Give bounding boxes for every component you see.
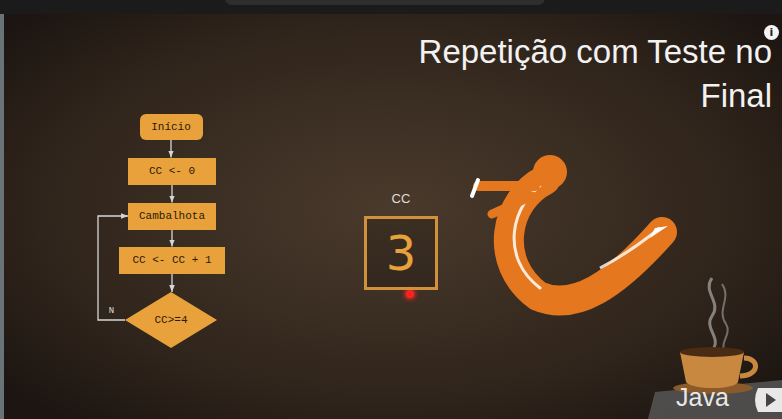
- address-bar: [225, 0, 545, 5]
- variable-name: CC: [392, 191, 411, 206]
- watermark-panel: [648, 380, 782, 419]
- variable-value: 3: [386, 229, 417, 277]
- edge-label: N: [109, 307, 114, 316]
- slide-title: Repetição com Teste no Final: [400, 30, 772, 118]
- play-icon: [755, 388, 782, 412]
- diamond-shape: [125, 292, 217, 348]
- start-terminal: Início: [140, 114, 203, 140]
- acrobat-figure: [472, 155, 668, 301]
- acrobat-highlight: [600, 228, 660, 268]
- flow-arrow: [171, 185, 172, 203]
- node-text: Início: [151, 121, 191, 133]
- coffee: [680, 347, 744, 357]
- pointer-dot: [406, 290, 414, 298]
- steam: [722, 284, 728, 350]
- node-text: Cambalhota: [139, 210, 205, 222]
- node-text: CC <- CC + 1: [132, 254, 211, 266]
- acrobat-hand: [472, 180, 478, 196]
- process-box: CC <- 0: [128, 158, 216, 185]
- play-triangle: [766, 393, 776, 407]
- process-box: CC <- CC + 1: [119, 247, 225, 274]
- cup-handle: [740, 358, 756, 376]
- flow-arrow: [171, 230, 172, 247]
- acrobat-arm: [478, 181, 535, 191]
- decision-diamond: CC>=4: [125, 292, 217, 348]
- node-text: CC <- 0: [149, 165, 195, 177]
- flow-arrow: [170, 140, 171, 158]
- process-box: Cambalhota: [128, 203, 216, 230]
- coffee-cup: [673, 278, 756, 394]
- watermark: Java: [676, 383, 729, 412]
- steam: [709, 278, 715, 348]
- cup-body: [680, 352, 744, 388]
- acrobat-foot: [650, 226, 668, 238]
- window-edge: [0, 14, 4, 419]
- node-text: CC>=4: [154, 314, 187, 326]
- variable-box: CC3: [364, 216, 438, 290]
- acrobat-arm: [492, 196, 532, 214]
- flow-arrow: [171, 274, 172, 293]
